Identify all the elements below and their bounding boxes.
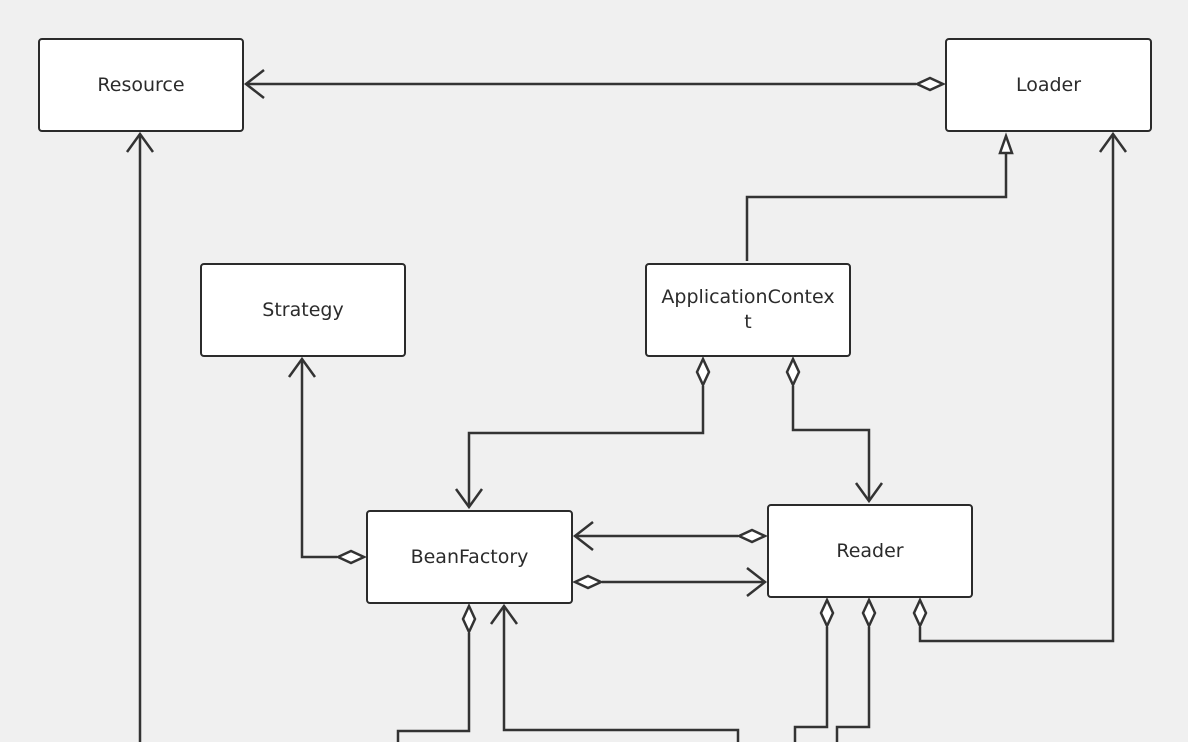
edge-reader-loader[interactable]	[918, 134, 1115, 643]
class-box-strategy[interactable]: Strategy	[200, 263, 406, 357]
aggregation-diamond-reader-bottom-1	[819, 597, 835, 629]
edge-reader-offscreen-1[interactable]	[793, 627, 829, 742]
class-box-loader[interactable]: Loader	[945, 38, 1152, 132]
aggregation-diamond-bean-right	[572, 574, 604, 590]
arrowhead-bean-top	[454, 488, 484, 510]
edge-appctx-reader[interactable]	[791, 386, 871, 501]
aggregation-diamond-reader-right	[912, 597, 928, 629]
aggregation-diamond-reader-bottom-2	[861, 597, 877, 629]
edge-offscreen-bean[interactable]	[502, 606, 740, 742]
arrowhead-resource-right	[243, 69, 265, 99]
arrowhead-strategy-bottom	[287, 356, 317, 378]
aggregation-diamond-appctx-left	[695, 356, 711, 388]
class-box-application-context[interactable]: ApplicationContext	[645, 263, 851, 357]
class-label-resource: Resource	[97, 73, 185, 96]
class-label-loader: Loader	[1015, 73, 1082, 96]
aggregation-diamond-reader-left	[736, 528, 768, 544]
edge-bean-offscreen[interactable]	[396, 633, 471, 742]
generalization-triangle-loader	[998, 132, 1014, 155]
aggregation-diamond-appctx-right	[785, 356, 801, 388]
class-box-bean-factory[interactable]: BeanFactory	[366, 510, 573, 604]
edge-appctx-loader[interactable]	[745, 152, 1008, 261]
aggregation-diamond-bean-bottom	[461, 603, 477, 635]
arrowhead-loader-bottom	[1098, 131, 1128, 153]
class-label-reader: Reader	[836, 539, 904, 562]
class-box-resource[interactable]: Resource	[38, 38, 244, 132]
arrowhead-bean-right	[572, 521, 594, 551]
aggregation-diamond-loader-left	[914, 76, 946, 92]
arrowhead-resource-bottom	[125, 131, 155, 153]
arrowhead-reader-top	[854, 482, 884, 504]
arrowhead-bean-bottom	[489, 603, 519, 625]
edge-appctx-bean[interactable]	[467, 386, 705, 507]
class-box-reader[interactable]: Reader	[767, 504, 973, 598]
class-label-strategy: Strategy	[262, 298, 344, 321]
class-label-application-context: ApplicationContext	[661, 286, 835, 333]
class-label-bean-factory: BeanFactory	[410, 545, 529, 568]
edge-reader-offscreen-2[interactable]	[835, 627, 871, 742]
arrowhead-reader-left	[746, 567, 768, 597]
edge-bean-strategy[interactable]	[300, 359, 337, 559]
aggregation-diamond-bean-left	[335, 549, 367, 565]
